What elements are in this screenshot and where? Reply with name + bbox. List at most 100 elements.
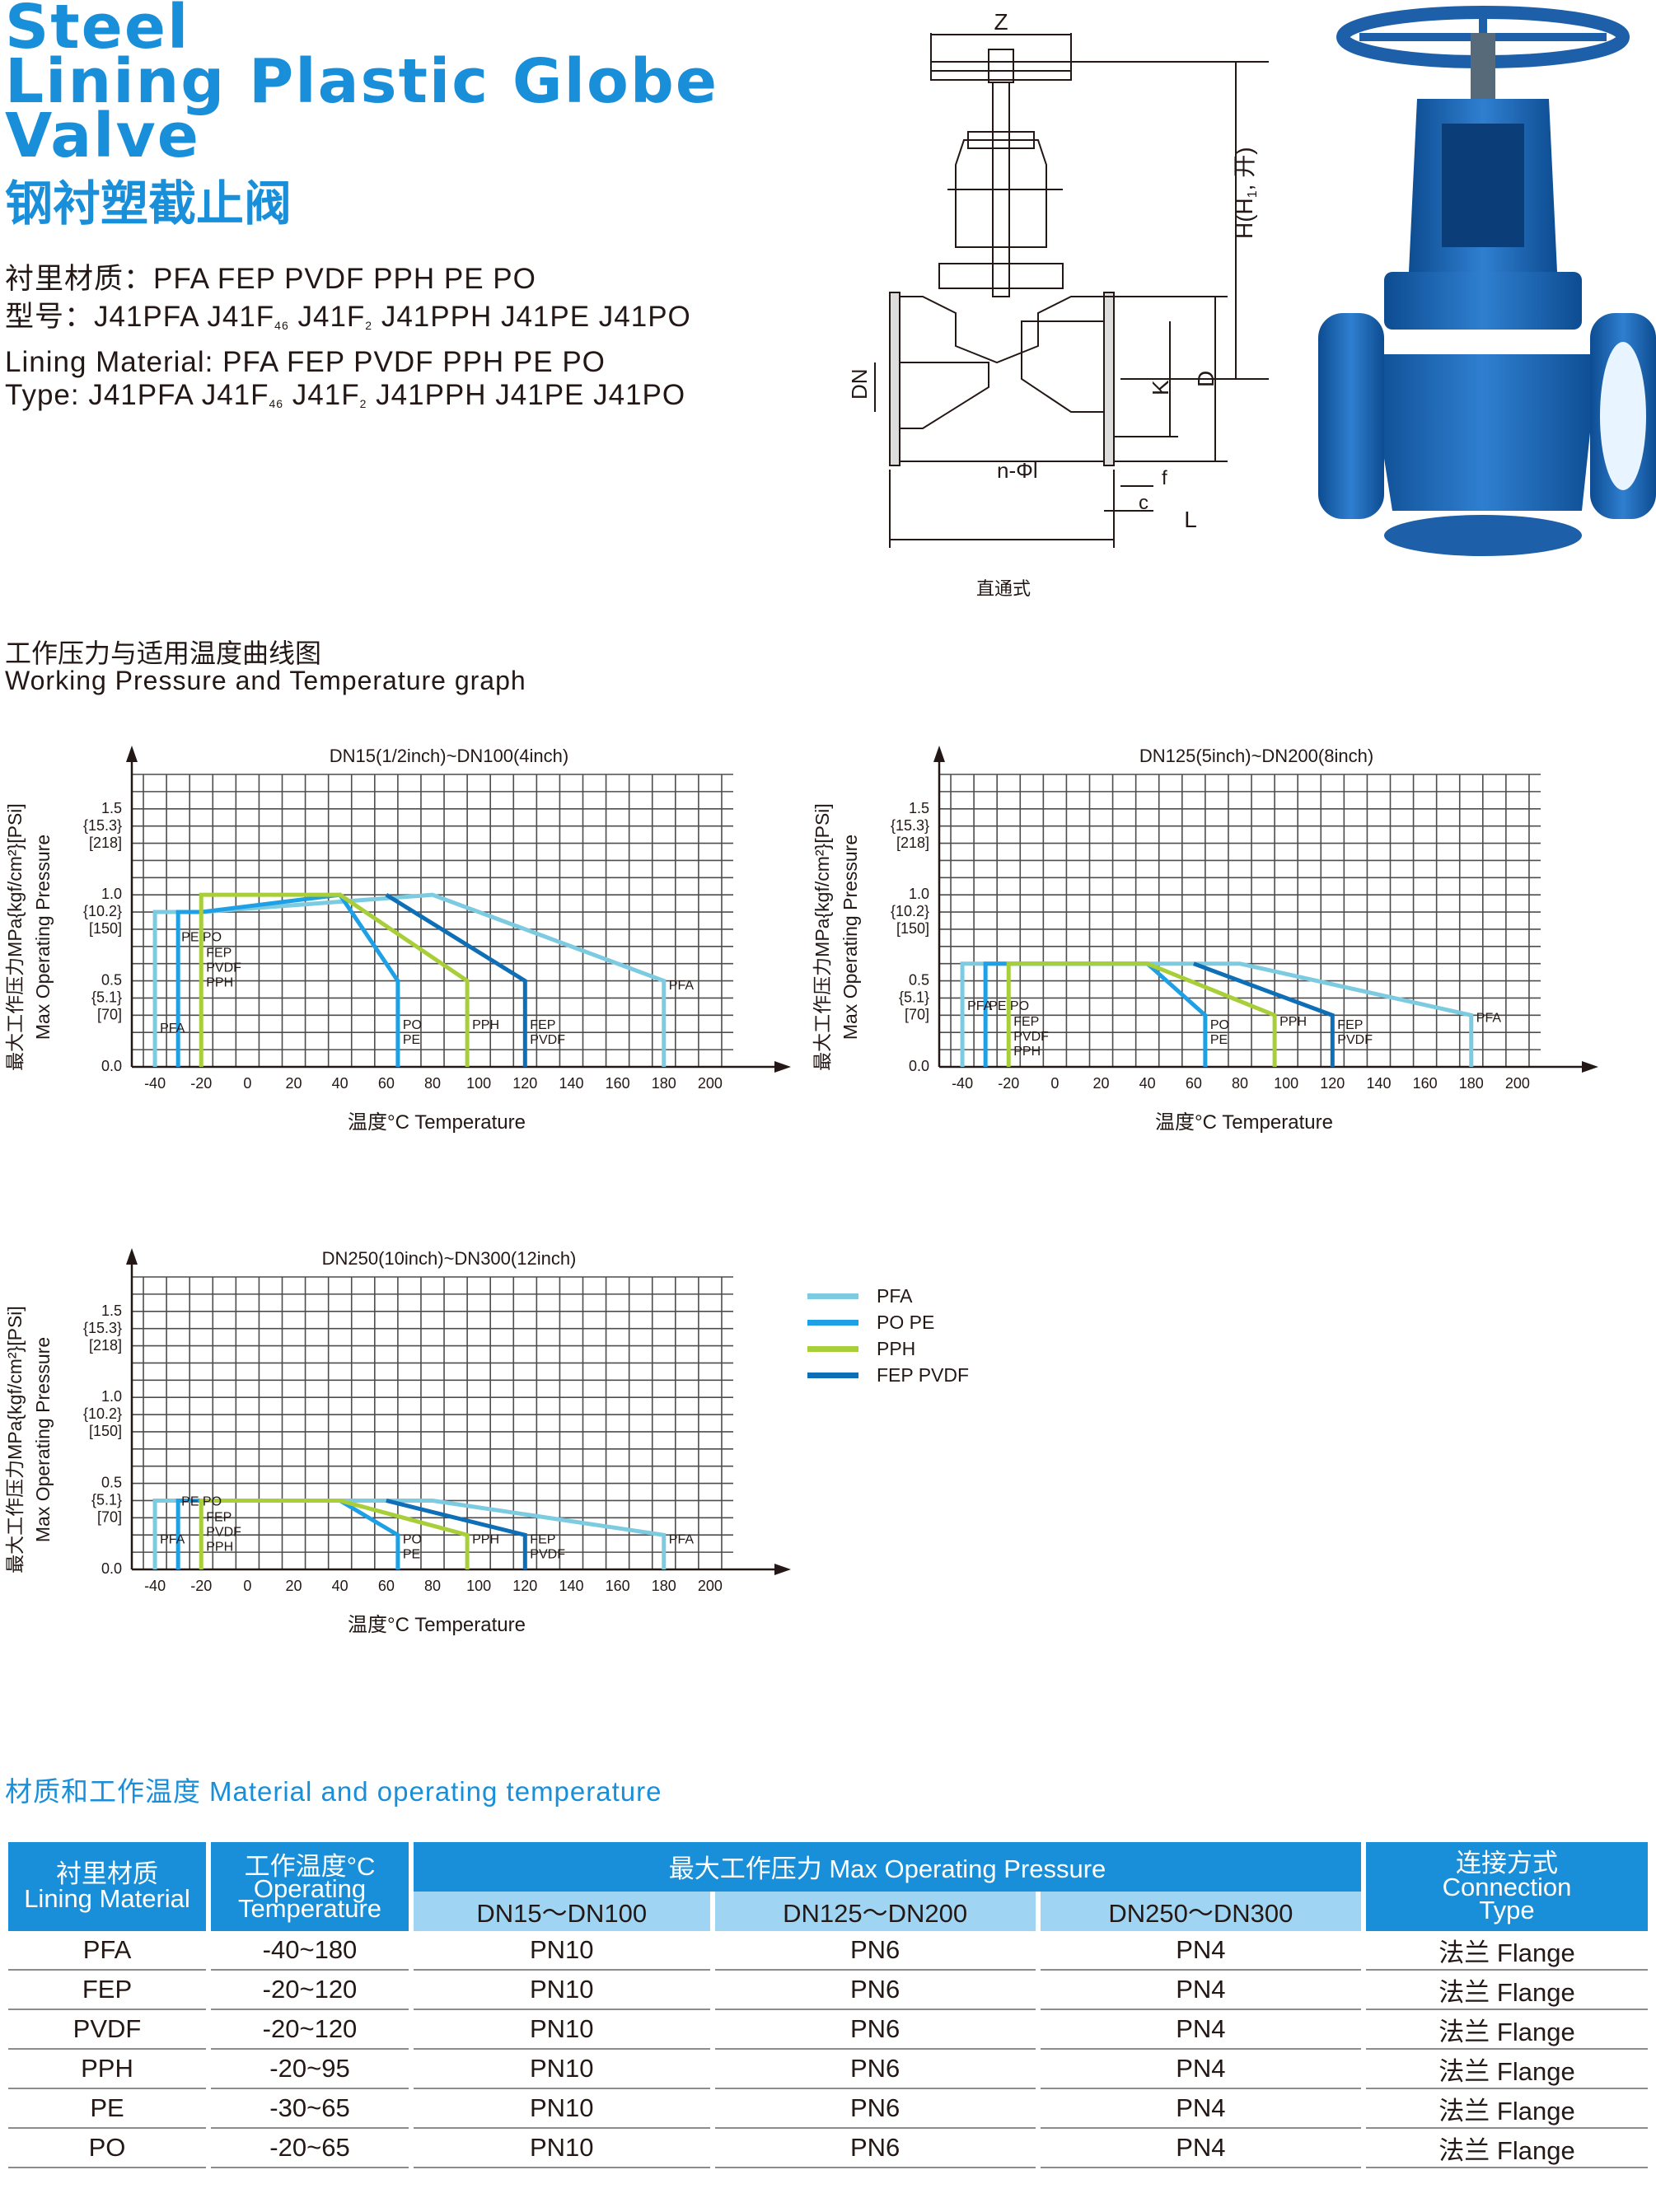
series-annotation: PFA: [967, 999, 993, 1013]
series-line-pph: [199, 892, 470, 1067]
legend-item-po-pe: PO PE: [807, 1312, 934, 1334]
y-tick-label: [150]: [896, 920, 929, 937]
cell-material: PPH: [8, 2050, 206, 2089]
x-tick-label: 180: [1459, 1075, 1484, 1092]
y-tick-label: 0.0: [101, 1058, 122, 1074]
legend-item-pfa: PFA: [807, 1285, 912, 1307]
annotation-text: PFA: [160, 1533, 185, 1547]
cell-pressure-dn250-300: PN4: [1040, 2089, 1361, 2129]
y-tick-label: [218]: [89, 1337, 122, 1354]
annotation-text: FEP: [206, 946, 232, 960]
y-axis-label-group: 最大工作压力MPa{kgf/cm²}[PSi] Max Operating Pre…: [4, 803, 54, 1071]
cell-pressure-dn250-300: PN4: [1040, 2129, 1361, 2168]
chart-grid: [132, 1276, 733, 1569]
annotation-text: FEP: [1013, 1015, 1039, 1029]
type-cn: 型号：J41PFA J41F46 J41F2 J41PPH J41PE J41P…: [5, 301, 691, 333]
y-tick-label: {10.2}: [83, 1405, 122, 1422]
cell-temperature: -20~120: [211, 2010, 409, 2050]
cell-pressure-dn15-100: PN10: [414, 2010, 710, 2050]
series-line-fep-pvdf: [1192, 961, 1335, 1067]
y-axis-label-cn: 最大工作压力MPa{kgf/cm²}[PSi]: [812, 803, 833, 1071]
series-annotation: PPH: [472, 1533, 499, 1547]
header-dn125-dn200: DN125～DN200: [714, 1891, 1036, 1931]
y-axis-label-group: 最大工作压力MPa{kgf/cm²}[PSi]Max Operating Pre…: [812, 803, 861, 1071]
valve-section-drawing: Z L f c n-Φl H(H1, 开) K D DN: [847, 9, 1269, 548]
header-dn15-dn100: DN15～DN100: [414, 1891, 710, 1931]
annotation-text: PE PO: [989, 999, 1029, 1013]
cell-pressure-dn250-300: PN4: [1040, 1931, 1361, 1971]
x-tick-label: 180: [652, 1578, 676, 1594]
annotation-text: PFA: [160, 1022, 185, 1036]
cell-pressure-dn125-200: PN6: [714, 2129, 1036, 2168]
y-tick-label: {15.3}: [83, 1320, 122, 1336]
annotation-text: PO: [403, 1018, 422, 1032]
y-axis-label-en: Max Operating Pressure: [32, 835, 54, 1040]
y-axis-label-en: Max Operating Pressure: [32, 1337, 54, 1542]
y-tick-label: {10.2}: [891, 903, 929, 919]
valve-product-image: [1318, 6, 1656, 556]
cell-pressure-dn125-200: PN6: [714, 2089, 1036, 2129]
dim-k-label: K: [1148, 380, 1173, 395]
series-line-pfa: [152, 1498, 667, 1569]
cell-temperature: -20~120: [211, 1971, 409, 2010]
annotation-text: PVDF: [206, 1526, 241, 1540]
legend-item-fep-pvdf: FEP PVDF: [807, 1364, 969, 1387]
y-tick-label: {5.1}: [899, 989, 929, 1006]
y-tick-label: 1.0: [101, 1388, 122, 1405]
x-tick-label: 20: [1093, 1075, 1110, 1092]
x-tick-label: 140: [1366, 1075, 1391, 1092]
y-tick-label: 0.5: [101, 972, 122, 989]
x-tick-label: 120: [512, 1075, 537, 1092]
title-line-2: Lining Plastic Globe: [5, 46, 719, 117]
y-axis-label-cn: 最大工作压力MPa{kgf/cm²}[PSi]: [4, 803, 26, 1071]
annotation-text: PPH: [472, 1533, 499, 1547]
chart-grid: [939, 774, 1541, 1067]
x-tick-label: 0: [243, 1075, 251, 1092]
y-axis-arrow: [126, 1248, 138, 1265]
chart-grid: [132, 774, 733, 1067]
legend-swatch-po-pe: [807, 1320, 858, 1326]
x-tick-label: 120: [512, 1578, 537, 1594]
x-tick-label: 20: [286, 1578, 302, 1594]
legend-label: FEP PVDF: [877, 1364, 970, 1386]
drawing-caption: 直通式: [976, 578, 1031, 599]
y-tick-label: {15.3}: [891, 817, 929, 834]
material-table: 衬里材质 Lining Material 工作温度°C Operating Te…: [3, 1842, 1653, 2168]
x-axis-arrow: [1582, 1061, 1598, 1073]
x-tick-label: 120: [1320, 1075, 1345, 1092]
annotation-text: PVDF: [1337, 1033, 1373, 1047]
y-tick-label: 1.5: [101, 800, 122, 816]
y-axis-label-group: 最大工作压力MPa{kgf/cm²}[PSi]Max Operating Pre…: [4, 1306, 54, 1574]
lining-material-en: Lining Material: PFA FEP PVDF PPH PE PO: [5, 346, 606, 378]
y-tick-label: 1.0: [909, 886, 929, 902]
title-chinese: 钢衬塑截止阀: [5, 175, 292, 231]
x-tick-label: 200: [698, 1075, 723, 1092]
x-axis-arrow: [774, 1564, 791, 1575]
y-tick-label: {5.1}: [91, 989, 122, 1006]
annotation-text: PPH: [1279, 1015, 1307, 1029]
annotation-text: PE: [403, 1033, 420, 1047]
cell-pressure-dn15-100: PN10: [414, 2089, 710, 2129]
legend-item-pph: PPH: [807, 1338, 915, 1360]
graph-section-title-en: Working Pressure and Temperature graph: [5, 666, 526, 695]
chart-title: DN250(10inch)~DN300(12inch): [322, 1248, 577, 1269]
series-annotation: PFA: [160, 1022, 185, 1036]
x-tick-label: 80: [1232, 1075, 1248, 1092]
cell-connection: 法兰 Flange: [1366, 2129, 1648, 2168]
x-tick-label: -40: [144, 1578, 166, 1594]
annotation-text: PE PO: [181, 931, 222, 945]
x-tick-label: 200: [1505, 1075, 1530, 1092]
cell-pressure-dn250-300: PN4: [1040, 1971, 1361, 2010]
annotation-text: PPH: [472, 1018, 499, 1032]
cell-temperature: -30~65: [211, 2089, 409, 2129]
